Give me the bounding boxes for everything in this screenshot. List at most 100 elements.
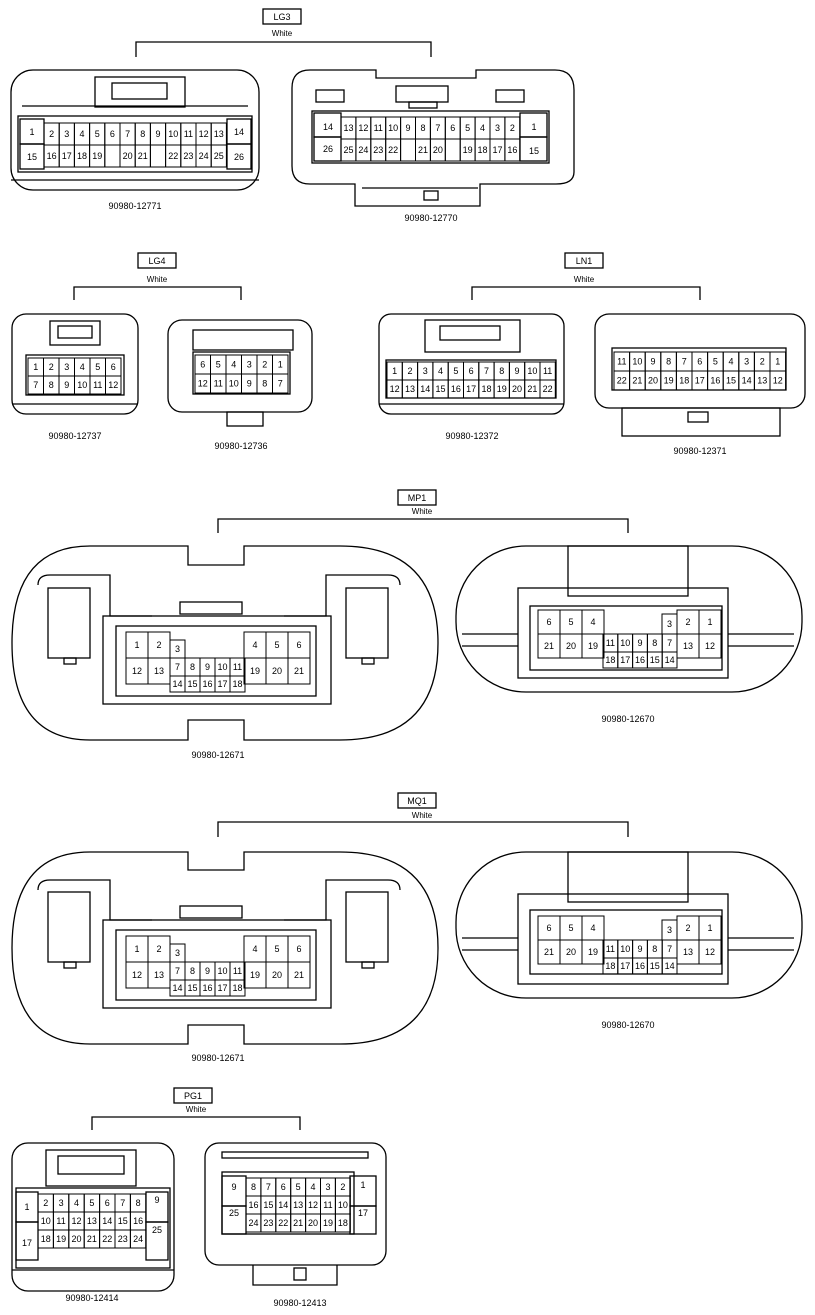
pin-number: 11 xyxy=(606,638,615,648)
pin-number: 23 xyxy=(373,145,383,155)
pin-number: 8 xyxy=(136,1198,141,1208)
pin-number: 24 xyxy=(133,1234,143,1244)
pin-cavity xyxy=(334,1213,351,1233)
pin-number: 2 xyxy=(510,123,515,133)
pin-number: 17 xyxy=(620,655,630,665)
connector-mq1-left xyxy=(11,851,439,1045)
pin-number: 17 xyxy=(358,1208,368,1218)
pin-number: 20 xyxy=(71,1234,81,1244)
pin-number: 21 xyxy=(544,947,554,957)
pin-number: 6 xyxy=(546,617,551,627)
group-box-mp1 xyxy=(397,489,437,506)
pin-number: 7 xyxy=(175,662,180,672)
pin-number: 18 xyxy=(232,679,242,689)
pin-number: 12 xyxy=(108,380,118,390)
pin-number: 6 xyxy=(450,123,455,133)
pin-number: 10 xyxy=(338,1200,348,1210)
pin-cavity xyxy=(769,370,787,391)
pin-number: 5 xyxy=(216,360,221,370)
part-number-mq1-right: 90980-12670 xyxy=(601,1020,654,1030)
pin-number: 16 xyxy=(710,376,720,386)
pin-number: 19 xyxy=(497,384,507,394)
pin-number: 1 xyxy=(360,1180,365,1190)
pin-cavity xyxy=(272,373,289,394)
pin-number: 20 xyxy=(566,641,576,651)
group-name-pg1: PG1 xyxy=(184,1091,202,1101)
pin-cavity xyxy=(581,939,605,965)
pin-number: 14 xyxy=(323,122,333,132)
pin-number: 7 xyxy=(484,366,489,376)
pin-number: 3 xyxy=(64,129,69,139)
pin-number: 6 xyxy=(296,944,301,954)
pin-number: 7 xyxy=(120,1198,125,1208)
pin-number: 5 xyxy=(453,366,458,376)
pin-cavity xyxy=(287,961,311,989)
group-bracket-lg4 xyxy=(73,286,242,300)
pin-number: 4 xyxy=(480,123,485,133)
pin-number: 21 xyxy=(418,145,428,155)
pin-number: 2 xyxy=(760,357,765,367)
connector-lg4-right xyxy=(167,319,313,427)
pin-number: 2 xyxy=(156,640,161,650)
pin-number: 9 xyxy=(637,638,642,648)
pin-number: 14 xyxy=(665,655,675,665)
pin-number: 20 xyxy=(433,145,443,155)
part-number-lg4-left: 90980-12737 xyxy=(48,431,101,441)
pin-number: 1 xyxy=(531,122,536,132)
pin-number: 26 xyxy=(234,152,244,162)
pin-number: 8 xyxy=(190,966,195,976)
pin-cavity xyxy=(149,144,167,168)
pin-number: 6 xyxy=(296,640,301,650)
pin-cavity xyxy=(698,939,722,965)
pin-number: 21 xyxy=(544,641,554,651)
pin-number: 1 xyxy=(278,360,283,370)
pin-number: 9 xyxy=(64,380,69,390)
pin-number: 26 xyxy=(323,144,333,154)
pin-number: 14 xyxy=(665,961,675,971)
pin-number: 18 xyxy=(232,983,242,993)
pin-cavity xyxy=(504,138,521,162)
pin-number: 10 xyxy=(217,966,227,976)
pin-number: 1 xyxy=(707,617,712,627)
pin-number: 2 xyxy=(49,362,54,372)
pin-number: 13 xyxy=(154,970,164,980)
part-number-pg1-right: 90980-12413 xyxy=(273,1298,326,1308)
pin-number: 1 xyxy=(707,923,712,933)
pin-number: 15 xyxy=(187,983,197,993)
pin-number: 12 xyxy=(198,379,208,389)
pin-number: 13 xyxy=(683,947,693,957)
part-number-mq1-left: 90980-12671 xyxy=(191,1053,244,1063)
pin-number: 10 xyxy=(168,129,178,139)
pin-number: 6 xyxy=(697,357,702,367)
pin-number: 15 xyxy=(650,961,660,971)
pin-number: 10 xyxy=(620,944,630,954)
pin-number: 19 xyxy=(92,151,102,161)
pin-number: 24 xyxy=(358,145,368,155)
pin-number: 19 xyxy=(250,666,260,676)
pin-number: 10 xyxy=(77,380,87,390)
part-number-ln1-right: 90980-12371 xyxy=(673,446,726,456)
part-number-lg3-right: 90980-12770 xyxy=(404,213,457,223)
pin-number: 20 xyxy=(308,1218,318,1228)
pin-number: 3 xyxy=(423,366,428,376)
pin-number: 23 xyxy=(183,151,193,161)
pin-number: 5 xyxy=(713,357,718,367)
pin-number: 1 xyxy=(134,640,139,650)
pin-number: 21 xyxy=(294,666,304,676)
pin-number: 16 xyxy=(47,151,57,161)
pin-number: 18 xyxy=(605,961,615,971)
pin-number: 16 xyxy=(133,1216,143,1226)
pin-number: 8 xyxy=(190,662,195,672)
group-name-mp1: MP1 xyxy=(408,493,427,503)
pin-number: 20 xyxy=(272,666,282,676)
pin-number: 14 xyxy=(172,983,182,993)
connector-mp1-left xyxy=(11,545,439,741)
part-number-mp1-right: 90980-12670 xyxy=(601,714,654,724)
pin-number: 24 xyxy=(199,151,209,161)
pin-number: 7 xyxy=(682,357,687,367)
pin-number: 15 xyxy=(118,1216,128,1226)
connector-pg1-left xyxy=(11,1142,175,1292)
pin-cavity xyxy=(698,633,722,659)
pin-number: 22 xyxy=(617,376,627,386)
pin-number: 5 xyxy=(296,1182,301,1192)
